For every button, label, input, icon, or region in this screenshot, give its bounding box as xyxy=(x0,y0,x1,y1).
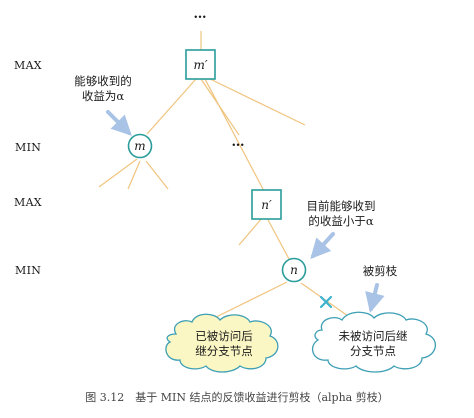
cloud-visited-line1: 已被访问后 xyxy=(195,329,253,343)
figure-caption: 图 3.12 基于 MIN 结点的反馈收益进行剪枝（alpha 剪枝） xyxy=(85,391,389,404)
cloud-unvisited-text: 未被访问后继 分支节点 xyxy=(330,329,416,359)
arrow-less-to-n xyxy=(310,232,335,259)
level-min-1: MIN xyxy=(15,141,42,154)
edge-nprime-n xyxy=(266,217,290,260)
tree-edges xyxy=(98,31,349,324)
annotation-less-than-line2: 的收益小于α xyxy=(308,214,374,228)
ellipsis-middle: … xyxy=(232,135,245,150)
level-max-1: MAX xyxy=(14,59,42,72)
svg-text:m: m xyxy=(134,139,145,153)
annotation-alpha-best: 能够收到的 收益为α xyxy=(70,74,136,104)
edge-m-child-right xyxy=(145,160,169,190)
annotation-less-than-line1: 目前能够收到 xyxy=(306,199,376,213)
annotation-alpha-best-line1: 能够收到的 xyxy=(74,74,132,88)
edge-m-child-mid xyxy=(127,160,141,190)
svg-text:n: n xyxy=(290,263,298,277)
edge-m-child-left xyxy=(98,158,138,188)
svg-text:n′: n′ xyxy=(261,198,272,212)
cloud-unvisited-line2: 分支节点 xyxy=(350,344,396,358)
ellipsis-top: … xyxy=(194,7,207,22)
edge-mprime-nprime xyxy=(204,78,265,192)
arrow-pruned-to-cross xyxy=(365,283,385,313)
pruned-cross-icon xyxy=(319,295,333,309)
svg-text:m′: m′ xyxy=(193,58,207,72)
arrow-alpha-to-m xyxy=(106,110,132,136)
node-n-prime: n′ xyxy=(251,189,282,220)
cloud-visited-line2: 继分支节点 xyxy=(195,344,253,358)
edge-n-visited xyxy=(203,281,288,324)
node-n: n xyxy=(281,257,307,283)
annotation-alpha-best-line2: 收益为α xyxy=(81,89,125,103)
edge-mprime-m xyxy=(146,78,197,135)
cloud-unvisited xyxy=(311,311,436,373)
annotation-pruned: 被剪枝 xyxy=(362,264,398,278)
edge-nprime-left xyxy=(238,217,263,246)
cloud-visited xyxy=(165,313,279,373)
level-max-2: MAX xyxy=(14,196,42,209)
edge-mprime-right xyxy=(207,77,306,126)
cloud-unvisited-line1: 未被访问后继 xyxy=(338,329,408,343)
node-m-prime: m′ xyxy=(185,49,216,80)
node-m: m xyxy=(127,133,153,159)
annotation-less-than-alpha: 目前能够收到 的收益小于α xyxy=(300,199,382,229)
level-min-2: MIN xyxy=(15,264,42,277)
cloud-visited-text: 已被访问后 继分支节点 xyxy=(186,329,262,359)
